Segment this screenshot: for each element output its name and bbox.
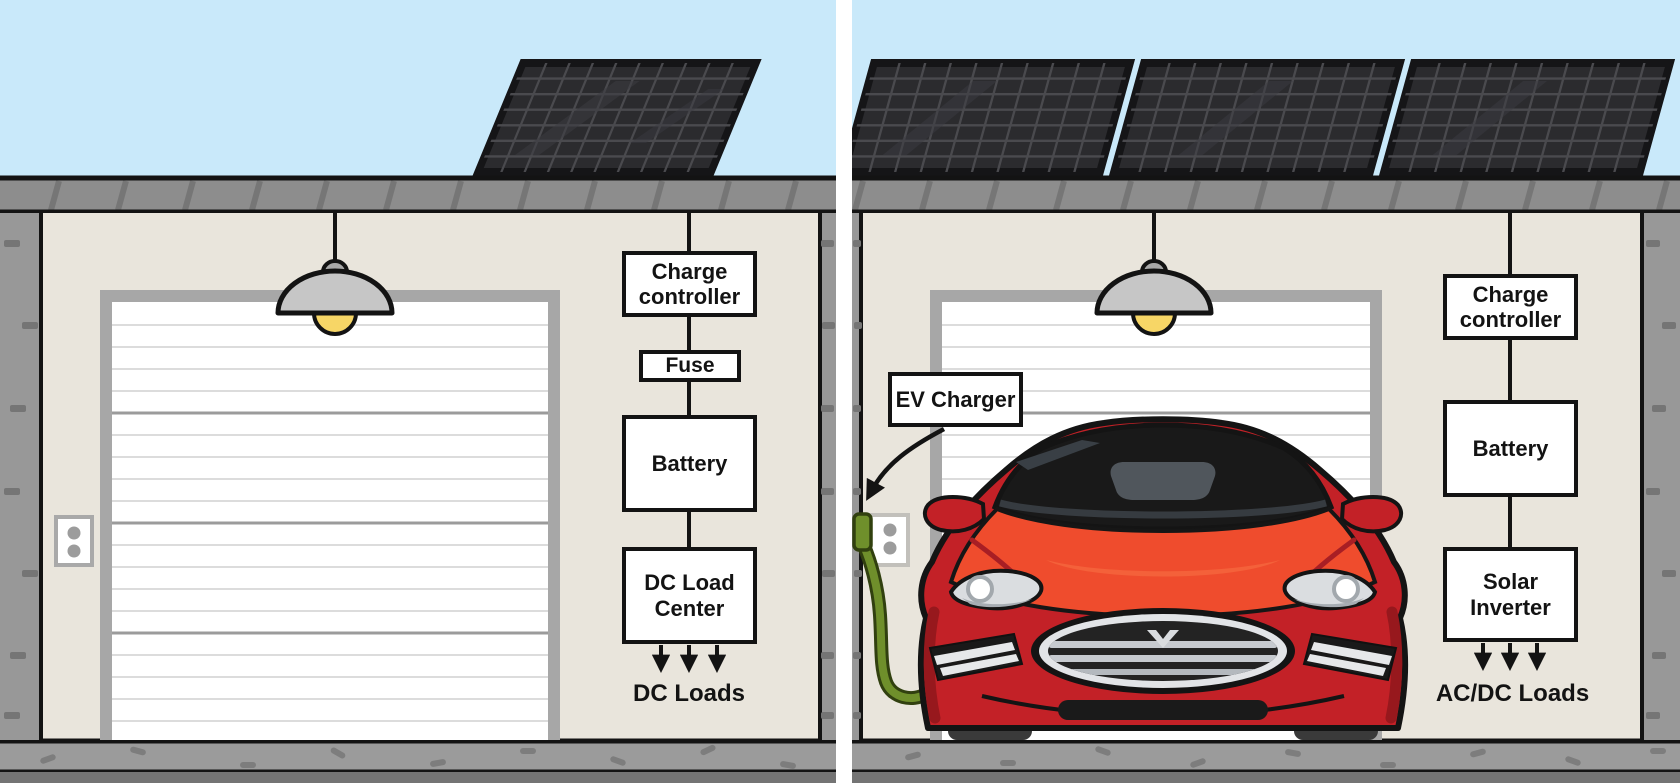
node-battery-left: Battery bbox=[622, 415, 757, 512]
wall-outlet-left bbox=[54, 515, 94, 567]
ac-dc-loads-label: AC/DC Loads bbox=[1435, 680, 1590, 707]
diagram-connectors-right bbox=[1473, 213, 1547, 672]
dc-loads-label: DC Loads bbox=[632, 680, 745, 707]
tesla-logo-icon bbox=[1147, 630, 1179, 648]
node-charge-controller-right: Charge controller bbox=[1443, 274, 1578, 340]
diagram-connectors-left bbox=[651, 213, 727, 674]
car-grille bbox=[1031, 608, 1295, 694]
pillar-left bbox=[0, 213, 43, 740]
node-fuse: Fuse bbox=[639, 350, 741, 382]
solar-panel-right-3 bbox=[1378, 59, 1676, 176]
car-side-mirror-right bbox=[1339, 495, 1404, 534]
ceiling-lamp-left bbox=[275, 213, 395, 336]
ceiling-lamp-right bbox=[1094, 213, 1214, 336]
solar-panel-right-2 bbox=[1108, 59, 1406, 176]
garage-door-left bbox=[100, 290, 560, 740]
node-charge-controller-left: Charge controller bbox=[622, 251, 757, 317]
car-air-intake bbox=[1058, 700, 1268, 720]
node-solar-inverter: Solar Inverter bbox=[1443, 547, 1578, 642]
ev-charger-callout-arrow bbox=[866, 427, 946, 501]
ev-charger-callout: EV Charger bbox=[888, 372, 1023, 427]
scene-divider bbox=[836, 0, 852, 783]
solar-panel-right-1 bbox=[838, 59, 1136, 176]
solar-panel-left bbox=[472, 59, 762, 176]
car-fog-trim-right bbox=[1302, 632, 1398, 682]
car-rearview-mirror bbox=[1110, 462, 1216, 500]
electric-car bbox=[917, 416, 1409, 740]
node-dc-load-center: DC Load Center bbox=[622, 547, 757, 644]
charger-plug bbox=[852, 512, 873, 552]
pillar-mid-left bbox=[818, 213, 836, 740]
node-battery-right: Battery bbox=[1443, 400, 1578, 497]
car-side-mirror-left bbox=[922, 495, 987, 534]
pillar-right bbox=[1640, 213, 1680, 740]
car-fog-trim-left bbox=[928, 632, 1024, 682]
pillar-mid-right bbox=[852, 213, 863, 740]
wall-outlet-right bbox=[868, 513, 910, 567]
